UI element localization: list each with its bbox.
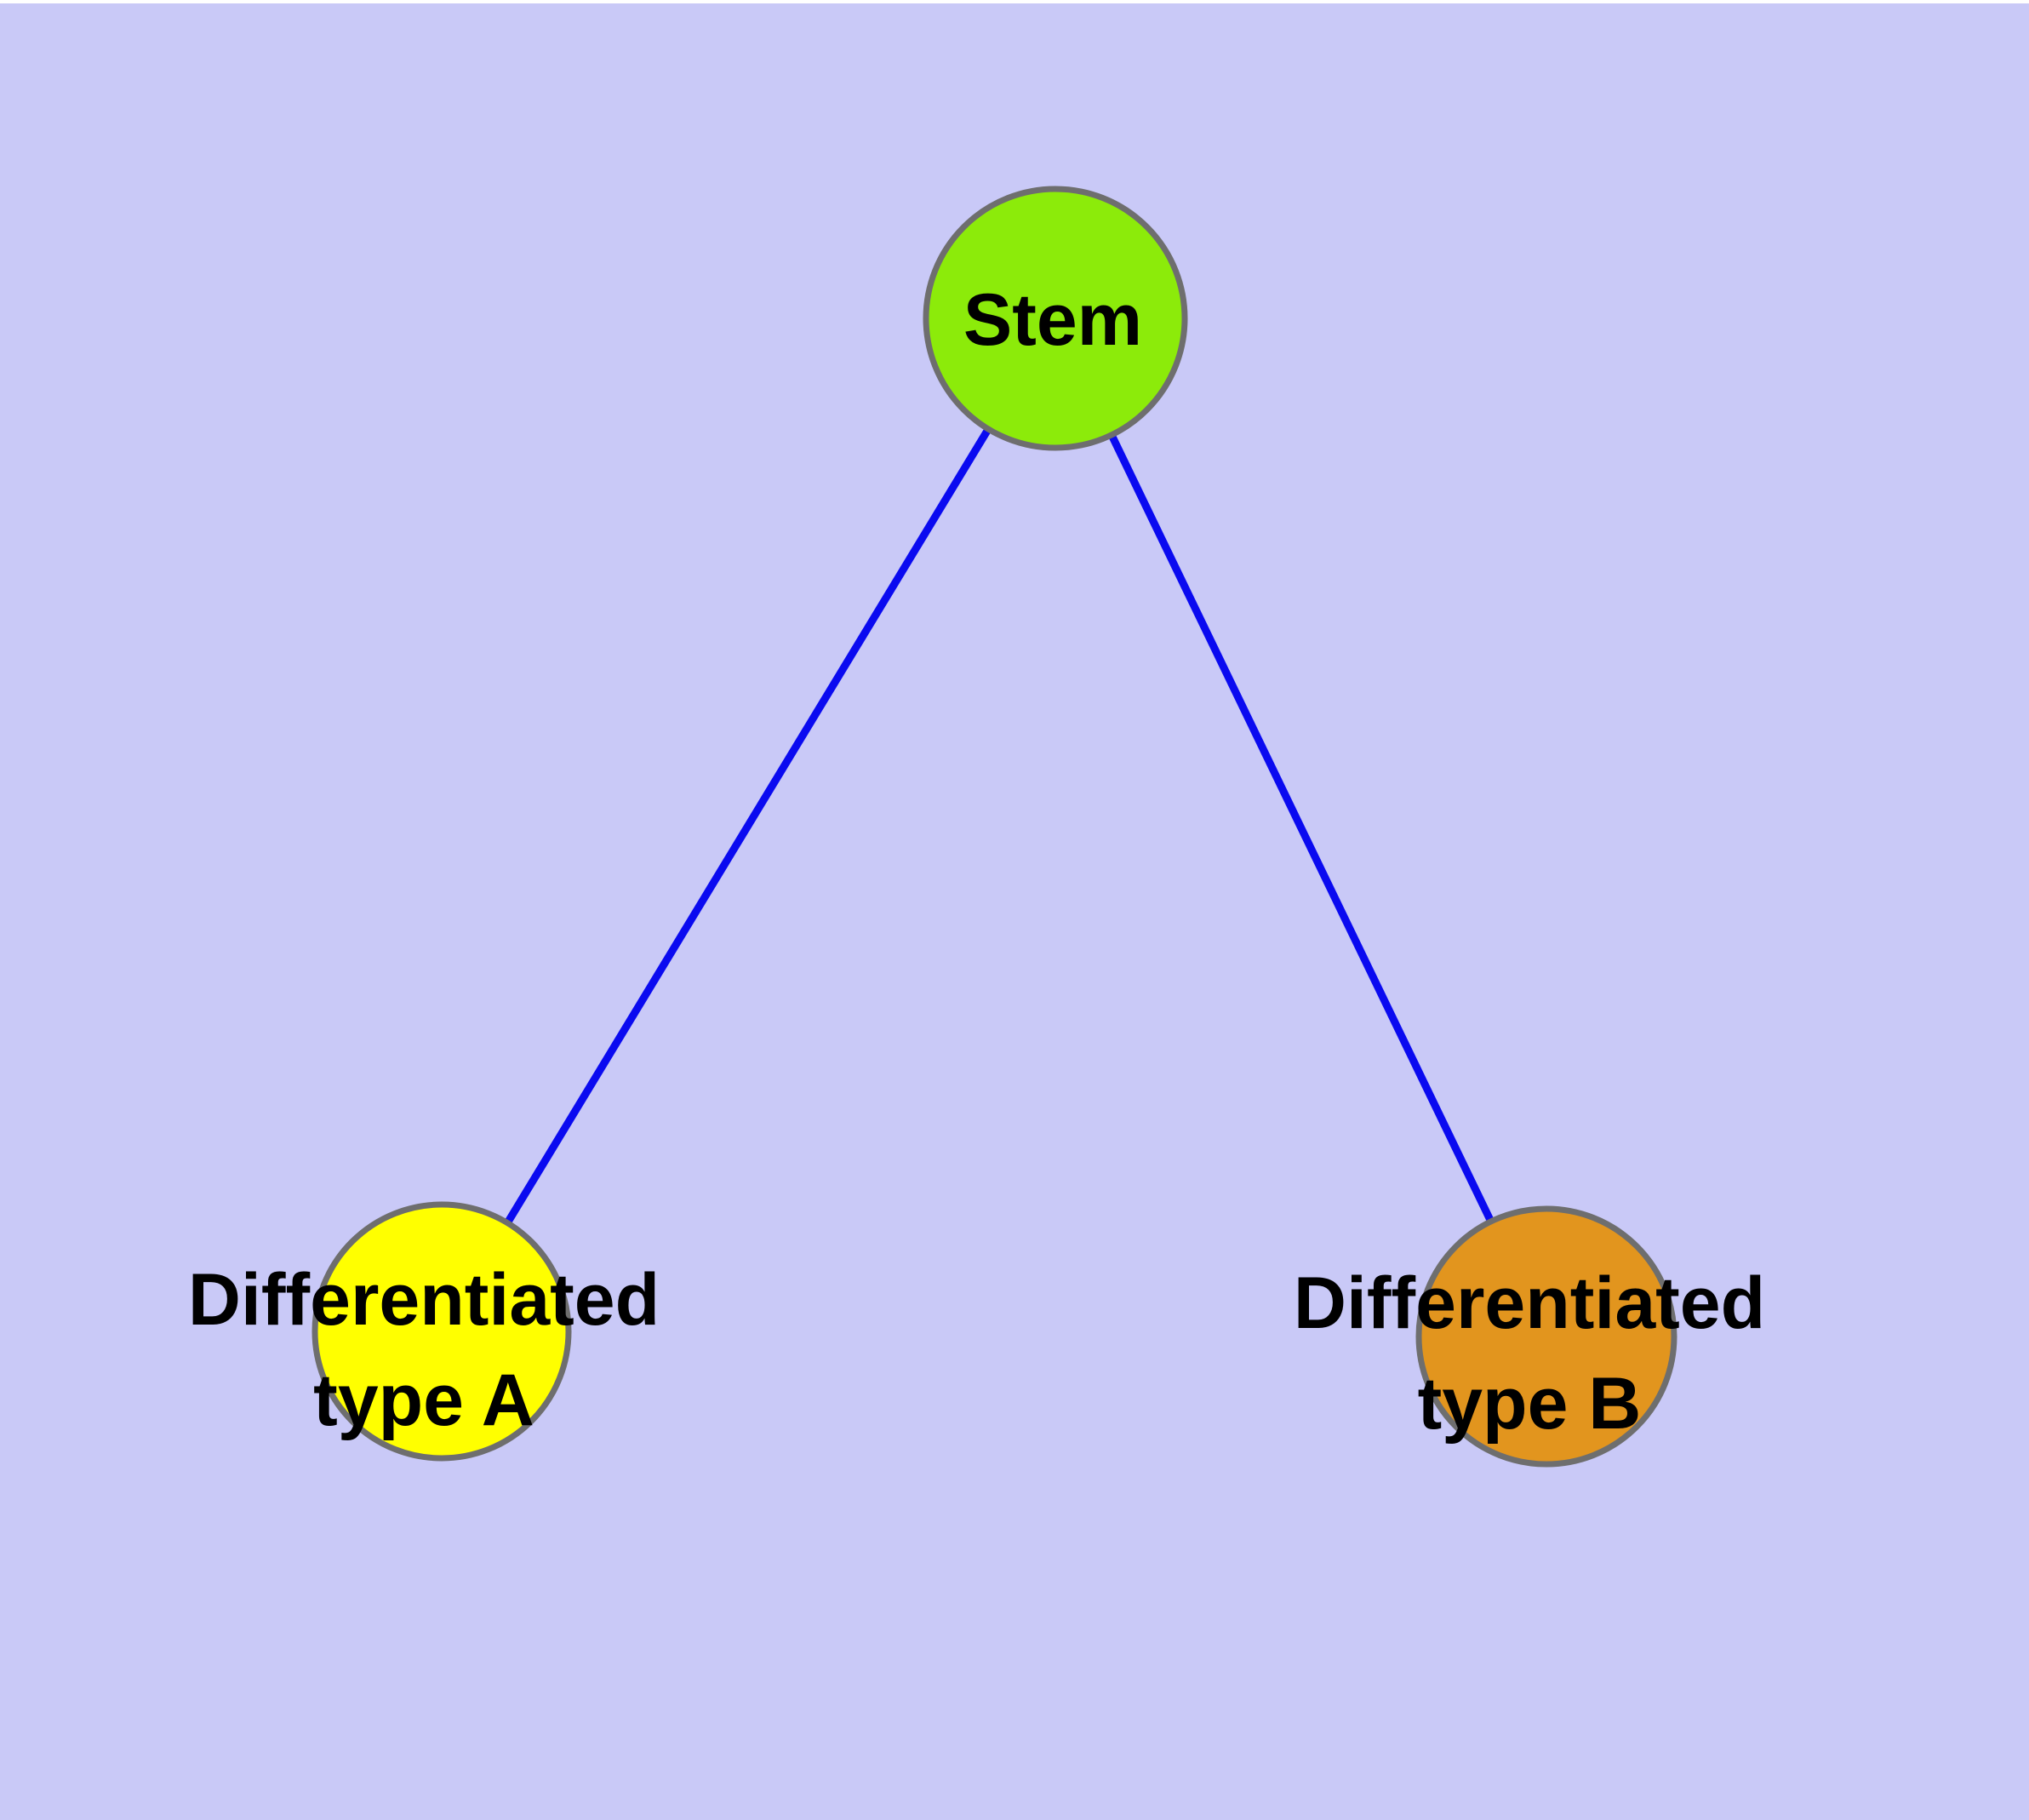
edge-stem-to-type-b <box>1051 317 1551 1338</box>
node-type-b-circle <box>1415 1205 1677 1468</box>
node-stem-circle <box>923 186 1188 451</box>
window-top-edge <box>0 0 2029 3</box>
node-type-a-circle <box>311 1201 572 1462</box>
edge-stem-to-type-a <box>438 316 1059 1334</box>
